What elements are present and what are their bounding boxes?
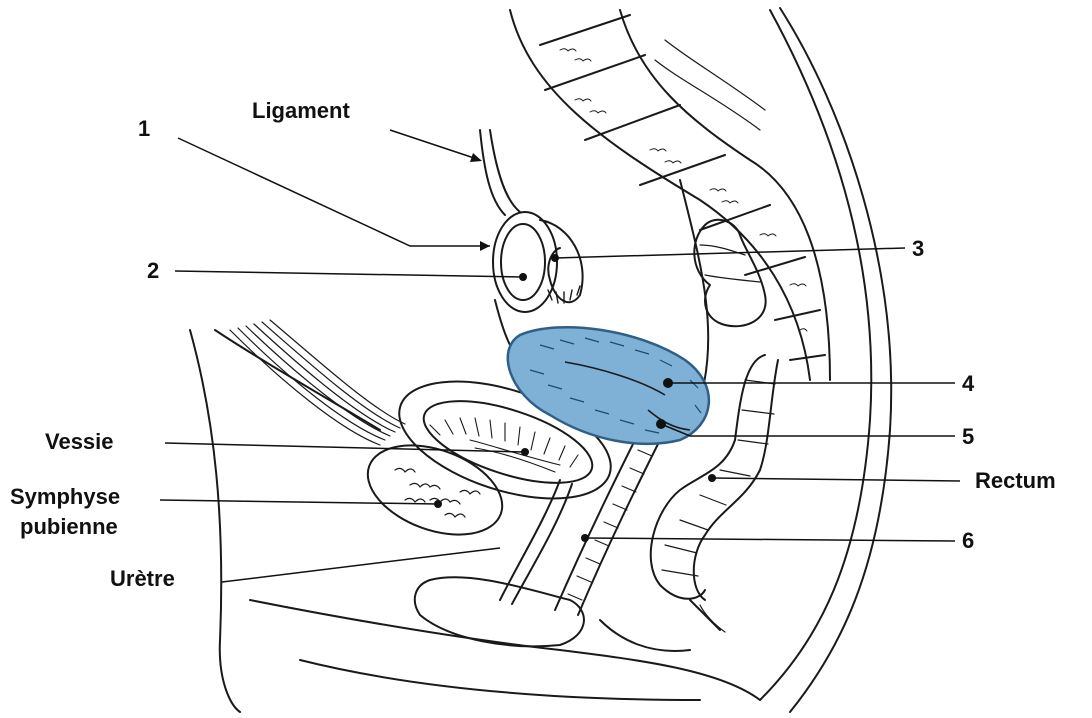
bladder-folds <box>430 418 578 472</box>
vulva <box>415 577 584 646</box>
leader-symphyse <box>160 500 438 504</box>
leader-1 <box>178 138 490 246</box>
urethra-wall <box>512 484 572 604</box>
label-uretre: Urètre <box>110 568 175 590</box>
uterus <box>508 327 709 444</box>
label-vessie: Vessie <box>45 431 114 453</box>
vagina-back <box>578 440 660 615</box>
label-4: 4 <box>962 373 974 395</box>
lower-contour <box>300 660 700 700</box>
leader-ligament <box>390 130 480 160</box>
rectus-muscle <box>230 320 405 445</box>
label-6: 6 <box>962 530 974 552</box>
label-3: 3 <box>912 238 924 260</box>
ligament-strand <box>495 300 510 345</box>
leader-rectum <box>712 478 960 481</box>
ovary-inner <box>501 224 545 300</box>
posterior-body-contour <box>760 10 871 700</box>
label-pubienne: pubienne <box>20 516 118 538</box>
label-symphyse: Symphyse <box>10 486 120 508</box>
uterus-body <box>508 327 709 444</box>
arrowheads <box>470 153 490 251</box>
label-1: 1 <box>138 118 150 140</box>
arrow-ligament <box>470 153 482 162</box>
vagina-front <box>555 430 640 610</box>
symphysis-bone <box>356 428 515 551</box>
ovary <box>493 212 557 312</box>
leader-3 <box>555 248 905 258</box>
label-ligament: Ligament <box>252 100 350 122</box>
symphysis-texture <box>395 468 480 517</box>
label-5: 5 <box>962 426 974 448</box>
label-2: 2 <box>147 260 159 282</box>
arrow-1 <box>480 241 490 251</box>
perineal-body <box>600 620 690 651</box>
leader-vessie <box>165 443 525 452</box>
fallopian-tube <box>540 220 583 302</box>
leader-5 <box>661 424 955 436</box>
leader-6 <box>585 538 955 541</box>
label-rectum: Rectum <box>975 470 1056 492</box>
sacrum-vertebrae <box>510 10 830 380</box>
anterior-wall-inner <box>215 330 380 430</box>
leader-2 <box>175 271 523 277</box>
anterior-abdominal-wall <box>190 330 240 712</box>
